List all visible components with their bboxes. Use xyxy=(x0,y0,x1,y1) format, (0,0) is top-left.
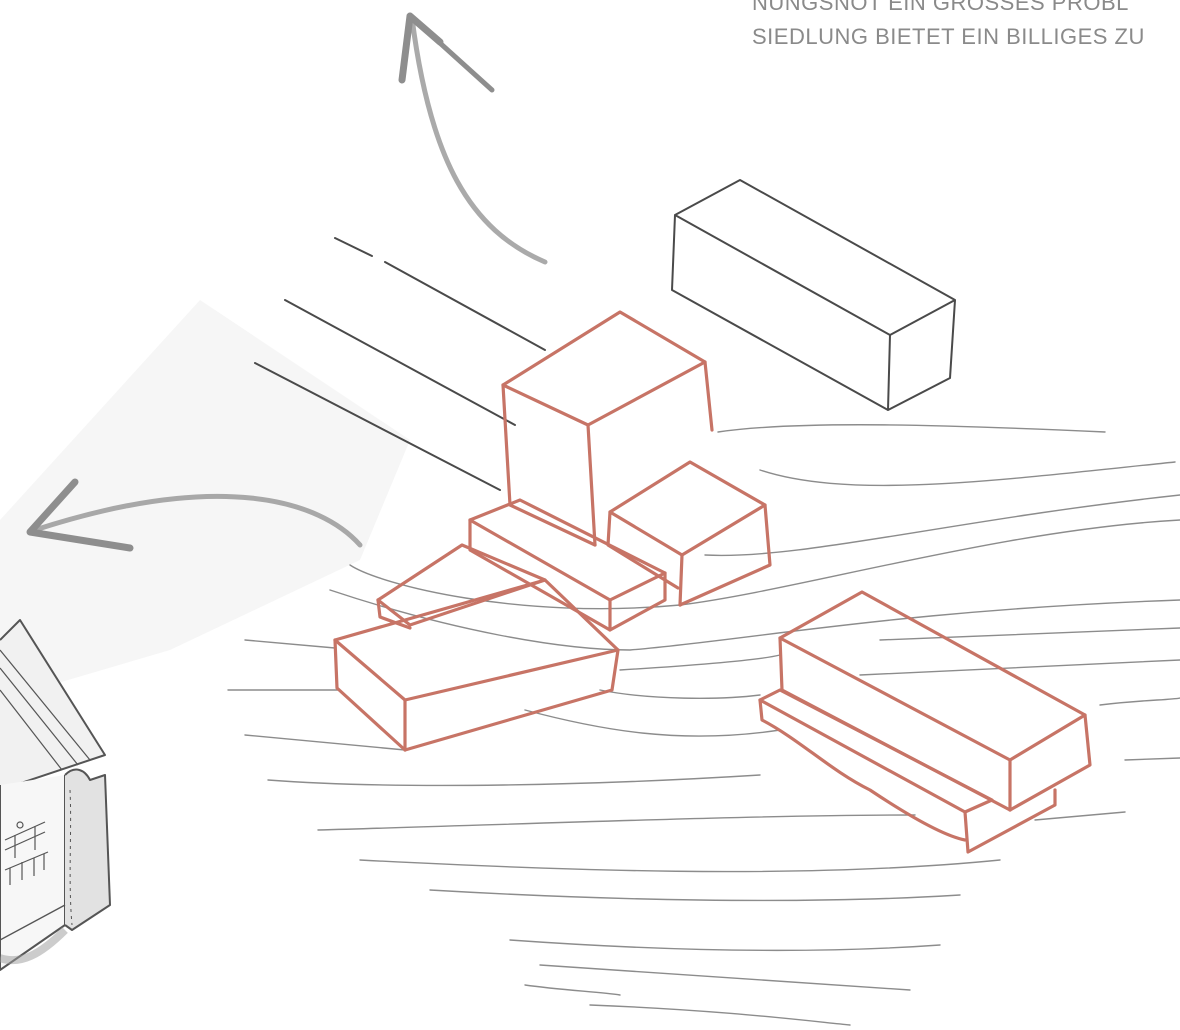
tower-block xyxy=(501,310,714,547)
caption-line-2: SIEDLUNG BIETET EIN BILLIGES ZU xyxy=(752,24,1145,49)
mid-block xyxy=(606,460,772,607)
furniture-icon xyxy=(4,821,49,885)
front-slab xyxy=(333,578,620,752)
arrow-up-icon xyxy=(398,12,548,265)
context-lines xyxy=(254,237,546,491)
caption-text: NUNGSNOT EIN GROSSES PROBL SIEDLUNG BIET… xyxy=(752,0,1145,54)
arrow-left-icon xyxy=(26,478,363,552)
background-shape xyxy=(0,300,410,700)
terrain-contours xyxy=(227,424,1180,1026)
plinth-block xyxy=(468,498,667,632)
right-building-upper xyxy=(778,590,1092,812)
house-illustration xyxy=(0,619,111,971)
neighbour-building xyxy=(671,179,956,411)
right-building-base xyxy=(758,688,1057,854)
proposed-buildings xyxy=(333,310,1092,854)
caption-line-1: NUNGSNOT EIN GROSSES PROBL xyxy=(752,0,1129,15)
